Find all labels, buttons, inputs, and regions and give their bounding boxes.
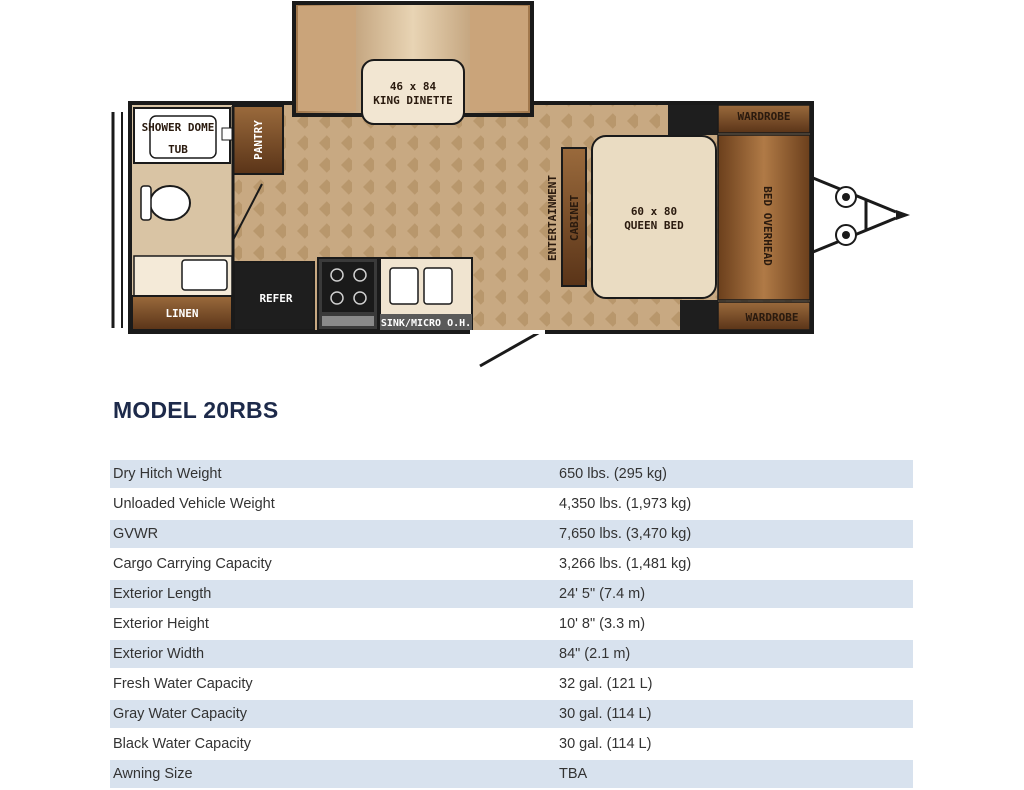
spec-value: 24' 5" (7.4 m)	[557, 579, 913, 610]
kitchen-sink-right	[423, 267, 453, 305]
kitchen-sink-left	[389, 267, 419, 305]
linen-cabinet	[131, 295, 233, 331]
burner-icon	[353, 291, 367, 305]
spec-label: Black Water Capacity	[110, 729, 557, 760]
queen-bed	[591, 135, 717, 299]
spec-value: 84" (2.1 m)	[557, 639, 913, 670]
corner-post-top	[668, 105, 718, 135]
stove-knobs	[322, 316, 374, 326]
wardrobe-bottom-label: WARDROBE	[746, 311, 799, 324]
faucet-icon	[221, 127, 233, 141]
dinette-table	[361, 59, 465, 125]
spec-label: Exterior Length	[110, 579, 557, 610]
spec-label: Unloaded Vehicle Weight	[110, 489, 557, 520]
bathroom-door	[232, 183, 263, 241]
stove-grate	[322, 262, 374, 312]
corner-post-bottom	[680, 300, 718, 330]
wardrobe-top-label: WARDROBE	[738, 110, 791, 123]
burner-icon	[330, 291, 344, 305]
spec-label: Fresh Water Capacity	[110, 669, 557, 700]
spec-label: Awning Size	[110, 759, 557, 790]
dinette-name-label: KING DINETTE	[373, 94, 452, 107]
dinette-size-label: 46 x 84	[390, 80, 437, 93]
shower-dome-label: SHOWER DOME	[142, 121, 215, 134]
bed-overhead-label: BED OVERHEAD	[761, 186, 774, 266]
burner-icon	[353, 268, 367, 282]
spec-value: 4,350 lbs. (1,973 kg)	[557, 489, 913, 520]
bath-sink-icon	[181, 259, 228, 291]
spec-value: 30 gal. (114 L)	[557, 729, 913, 760]
spec-value: 7,650 lbs. (3,470 kg)	[557, 519, 913, 550]
queen-bed-name-label: QUEEN BED	[624, 219, 684, 232]
sink-micro-strip	[380, 314, 472, 330]
spec-value: 30 gal. (114 L)	[557, 699, 913, 730]
spec-label: Gray Water Capacity	[110, 699, 557, 730]
wardrobe-top	[717, 104, 811, 134]
tub-basin	[149, 115, 217, 159]
sink-micro-label: SINK/MICRO O.H.	[381, 318, 471, 329]
dinette-bench-right	[470, 6, 528, 111]
hitch	[812, 176, 910, 254]
queen-bed-size-label: 60 x 80	[631, 205, 677, 218]
bed-overhead	[717, 134, 811, 301]
spec-label: GVWR	[110, 519, 557, 550]
toilet-tank	[140, 185, 152, 221]
pantry-cabinet	[232, 105, 284, 175]
floorplan-diagram: 46 x 84 KING DINETTE SHOWER DOME TUB LIN…	[111, 1, 910, 368]
spec-value: 32 gal. (121 L)	[557, 669, 913, 700]
refer-label: REFER	[259, 292, 292, 305]
model-title: MODEL 20RBS	[113, 397, 279, 423]
entertainment-label: ENTERTAINMENT	[546, 175, 559, 261]
linen-label: LINEN	[165, 307, 198, 320]
dinette-bench-left	[298, 6, 356, 111]
tub-label: TUB	[168, 143, 188, 156]
spec-value: 3,266 lbs. (1,481 kg)	[557, 549, 913, 580]
cabinet-label: CABINET	[568, 194, 581, 241]
pantry-label: PANTRY	[252, 120, 265, 160]
wardrobe-bottom	[717, 301, 811, 331]
burner-icon	[330, 268, 344, 282]
spec-label: Dry Hitch Weight	[110, 460, 557, 490]
spec-value: 10' 8" (3.3 m)	[557, 609, 913, 640]
spec-value: 650 lbs. (295 kg)	[557, 460, 913, 490]
entry-door	[479, 330, 541, 368]
toilet-icon	[149, 185, 191, 221]
spec-label: Cargo Carrying Capacity	[110, 549, 557, 580]
spec-label: Exterior Width	[110, 639, 557, 670]
spec-value: TBA	[557, 759, 913, 790]
entertainment-cabinet	[561, 147, 587, 287]
spec-label: Exterior Height	[110, 609, 557, 640]
refrigerator	[233, 261, 315, 331]
